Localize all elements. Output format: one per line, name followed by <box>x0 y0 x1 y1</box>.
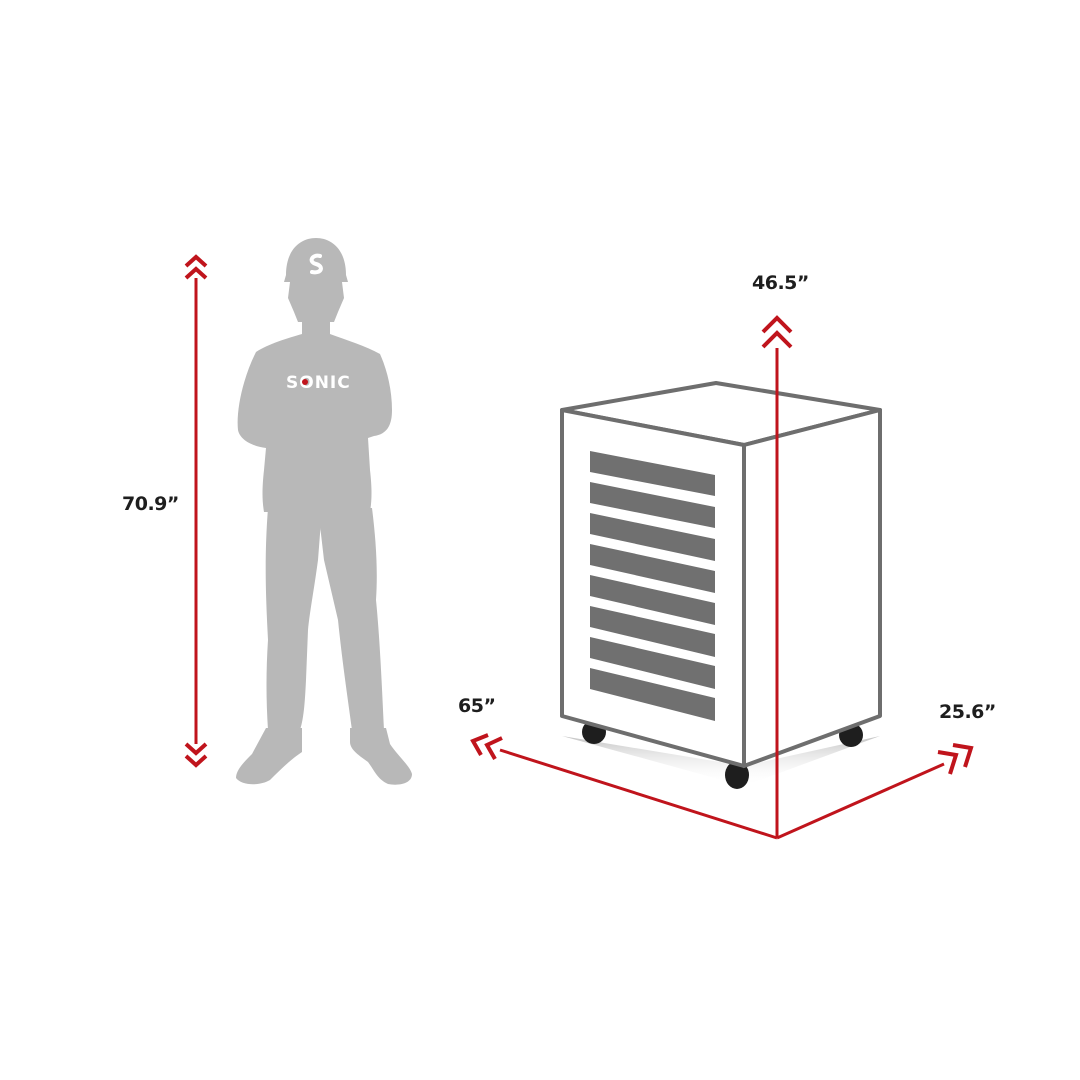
cabinet-dimensions <box>470 315 974 840</box>
chevron-up-icon <box>184 254 208 280</box>
drawer <box>590 606 715 657</box>
drawer <box>590 482 715 528</box>
chevron-up-icon <box>761 315 793 349</box>
right-leg <box>318 508 384 730</box>
person-height-dimension <box>184 254 208 768</box>
left-leg <box>265 508 322 730</box>
drawer <box>590 544 715 593</box>
cap <box>284 238 348 282</box>
chevron-down-icon <box>184 742 208 768</box>
drawer <box>590 668 715 721</box>
left-shoe <box>236 728 302 785</box>
shirt-logo-text: SONIC <box>286 373 351 393</box>
chevron-left-icon <box>470 733 503 760</box>
drawer <box>590 513 715 561</box>
right-shoe <box>350 728 412 785</box>
chevron-right-icon <box>937 743 974 775</box>
cabinet-depth-line <box>776 762 945 840</box>
wheel-front <box>725 761 749 789</box>
cabinet <box>560 381 882 789</box>
person-height-label: 70.9” <box>122 493 179 515</box>
cabinet-width-line <box>499 748 778 840</box>
drawer <box>590 637 715 689</box>
torso <box>237 334 392 512</box>
cabinet-depth-label: 25.6” <box>939 701 996 723</box>
head <box>288 282 344 322</box>
drawers <box>590 451 715 721</box>
drawer <box>590 451 715 496</box>
person-silhouette <box>236 238 412 785</box>
floor-shadow <box>562 736 880 786</box>
cabinet-width-label: 65” <box>458 695 495 717</box>
logo-dot <box>302 379 308 385</box>
s-logo-icon <box>309 253 323 275</box>
drawer <box>590 575 715 625</box>
cabinet-height-label: 46.5” <box>752 272 809 294</box>
cabinet-side <box>742 408 882 768</box>
